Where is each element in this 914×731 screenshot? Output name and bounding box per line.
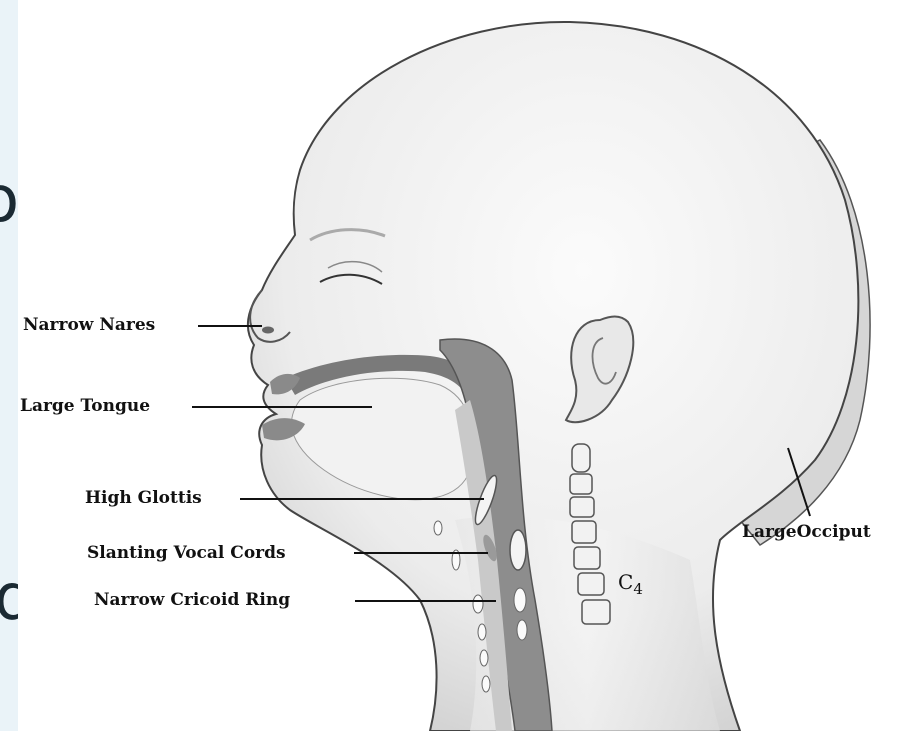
- label-c4: C4: [618, 572, 643, 594]
- vertebra: [572, 521, 596, 543]
- label-narrow-cricoid-ring: Narrow Cricoid Ring: [94, 590, 290, 610]
- vertebra: [570, 497, 594, 517]
- nostril: [262, 327, 274, 334]
- tracheal-ring: [480, 650, 488, 666]
- label-large-occiput: LargeOcciput: [742, 522, 871, 542]
- label-c4-letter: C: [618, 570, 633, 594]
- label-slanting-vocal-cords: Slanting Vocal Cords: [87, 543, 286, 563]
- label-large-tongue: Large Tongue: [20, 396, 150, 416]
- arytenoid: [510, 530, 526, 570]
- vertebra: [578, 573, 604, 595]
- tracheal-ring: [473, 595, 483, 613]
- tracheal-ring: [478, 624, 486, 640]
- hyoid: [434, 521, 442, 535]
- label-c4-subscript: 4: [633, 580, 643, 598]
- vertebra: [574, 547, 600, 569]
- tracheal-ring: [517, 620, 527, 640]
- label-narrow-nares: Narrow Nares: [23, 315, 155, 335]
- tracheal-ring: [514, 588, 526, 612]
- tracheal-ring: [482, 676, 490, 692]
- label-high-glottis: High Glottis: [85, 488, 202, 508]
- vertebra: [572, 444, 590, 472]
- vertebra: [582, 600, 610, 624]
- vertebra: [570, 474, 592, 494]
